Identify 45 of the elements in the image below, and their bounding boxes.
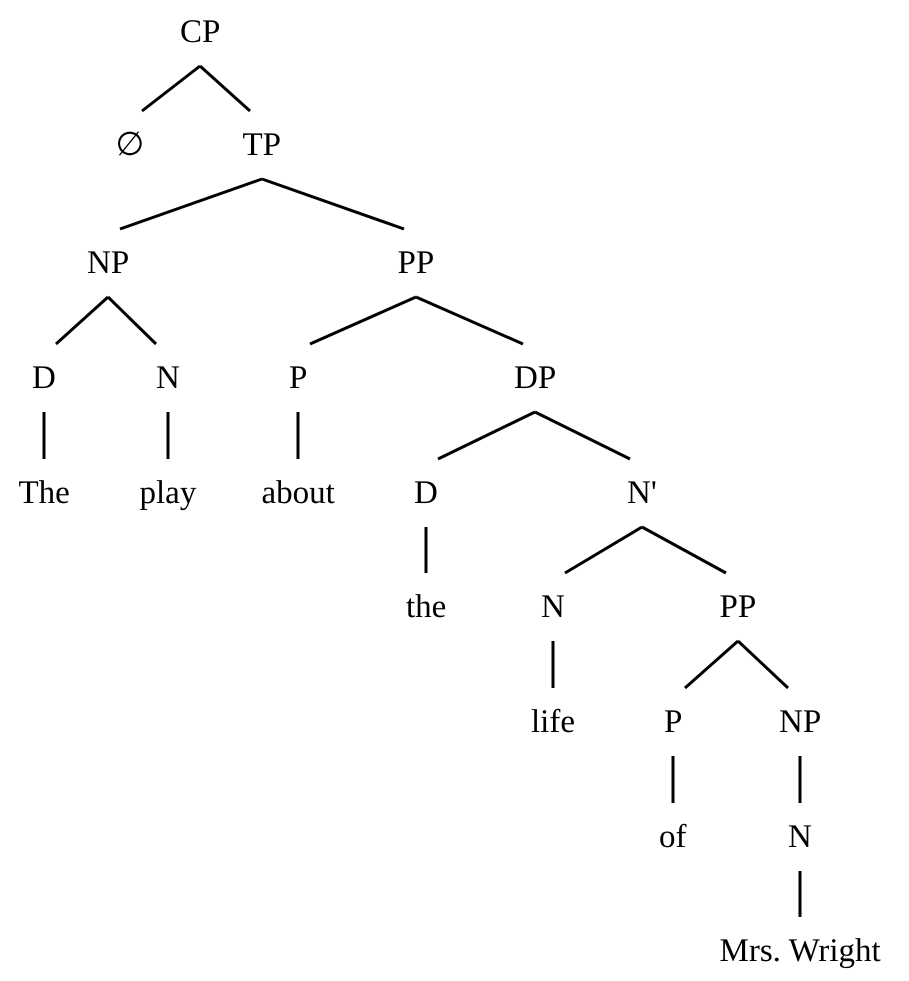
- tree-label: play: [136, 459, 200, 527]
- tree-branch: [166, 412, 170, 459]
- tree-label: of: [655, 803, 690, 871]
- tree-branch: [296, 412, 300, 459]
- tree-branch: [798, 871, 802, 917]
- tree-label: P: [660, 688, 686, 756]
- tree-label: NP: [775, 688, 826, 756]
- tree-branch: [55, 296, 109, 346]
- tree-label: PP: [394, 229, 438, 297]
- tree-label: PP: [716, 573, 760, 641]
- tree-label: Mrs. Wright: [716, 917, 885, 981]
- tree-branch: [42, 412, 46, 459]
- tree-branch: [552, 641, 554, 688]
- tree-label: N: [152, 344, 184, 412]
- tree-branch: [672, 756, 674, 803]
- tree-branch: [120, 178, 262, 230]
- tree-label: NP: [83, 229, 134, 297]
- tree-branch: [309, 296, 417, 346]
- tree-label: ∅: [112, 111, 148, 179]
- tree-label: life: [527, 688, 579, 756]
- tree-branch: [262, 178, 404, 230]
- tree-branch: [736, 640, 790, 690]
- tree-label: N': [623, 459, 661, 527]
- tree-branch: [415, 296, 524, 346]
- tree-label: D: [410, 459, 442, 527]
- tree-branch: [199, 64, 251, 112]
- tree-branch: [141, 64, 201, 112]
- tree-label: D: [28, 344, 60, 412]
- tree-branch: [564, 526, 643, 574]
- tree-label: N: [784, 803, 816, 871]
- tree-label: DP: [510, 344, 560, 412]
- tree-label: The: [14, 459, 74, 527]
- tree-branch: [534, 410, 631, 460]
- tree-branch: [424, 527, 428, 573]
- tree-branch: [106, 296, 158, 346]
- tree-label: N: [537, 573, 569, 641]
- tree-label: TP: [238, 111, 286, 179]
- tree-label: about: [258, 459, 339, 527]
- tree-branch: [641, 526, 727, 574]
- tree-label: the: [402, 573, 450, 641]
- tree-branch: [684, 640, 739, 690]
- tree-branch: [437, 410, 536, 460]
- tree-branch: [798, 756, 802, 803]
- tree-label: P: [285, 344, 312, 412]
- tree-label: CP: [176, 0, 224, 66]
